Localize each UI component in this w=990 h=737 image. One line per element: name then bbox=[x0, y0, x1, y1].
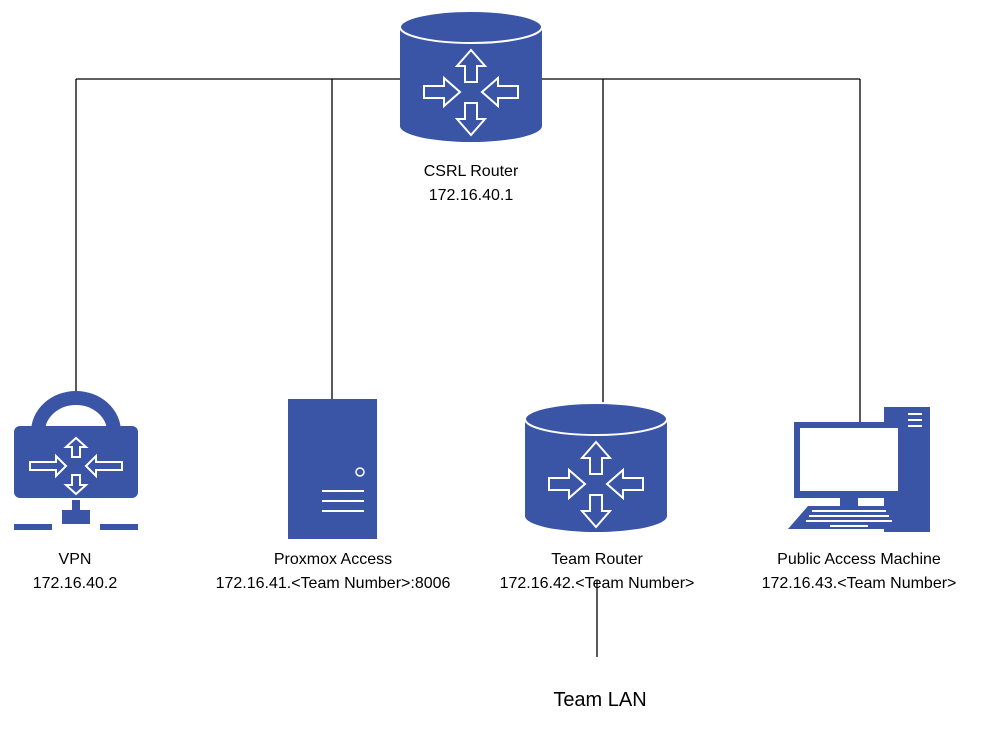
public-machine-name: Public Access Machine bbox=[777, 551, 941, 568]
csrl-router-name: CSRL Router bbox=[423, 163, 519, 180]
csrl-router-icon bbox=[399, 10, 543, 142]
team-router-icon bbox=[524, 402, 668, 532]
vpn-address: 172.16.40.2 bbox=[32, 575, 118, 592]
public-machine-address: 172.16.43.<Team Number> bbox=[761, 575, 957, 592]
csrl-router-address: 172.16.40.1 bbox=[428, 187, 514, 204]
csrl-router-label: CSRL Router 172.16.40.1 bbox=[371, 160, 571, 208]
proxmox-address: 172.16.41.<Team Number>:8006 bbox=[215, 575, 451, 592]
team-router-label: Team Router 172.16.42.<Team Number> bbox=[467, 548, 727, 596]
team-lan-name: Team LAN bbox=[553, 689, 647, 711]
vpn-lock-icon bbox=[14, 391, 138, 530]
team-router-name: Team Router bbox=[551, 551, 643, 568]
server-icon bbox=[288, 399, 377, 539]
team-lan-label: Team LAN bbox=[500, 688, 700, 712]
team-router-address: 172.16.42.<Team Number> bbox=[499, 575, 695, 592]
proxmox-label: Proxmox Access 172.16.41.<Team Number>:8… bbox=[183, 548, 483, 596]
vpn-name: VPN bbox=[58, 551, 92, 568]
public-machine-label: Public Access Machine 172.16.43.<Team Nu… bbox=[734, 548, 984, 596]
desktop-computer-icon bbox=[788, 407, 930, 532]
proxmox-name: Proxmox Access bbox=[273, 551, 393, 568]
vpn-label: VPN 172.16.40.2 bbox=[0, 548, 150, 596]
